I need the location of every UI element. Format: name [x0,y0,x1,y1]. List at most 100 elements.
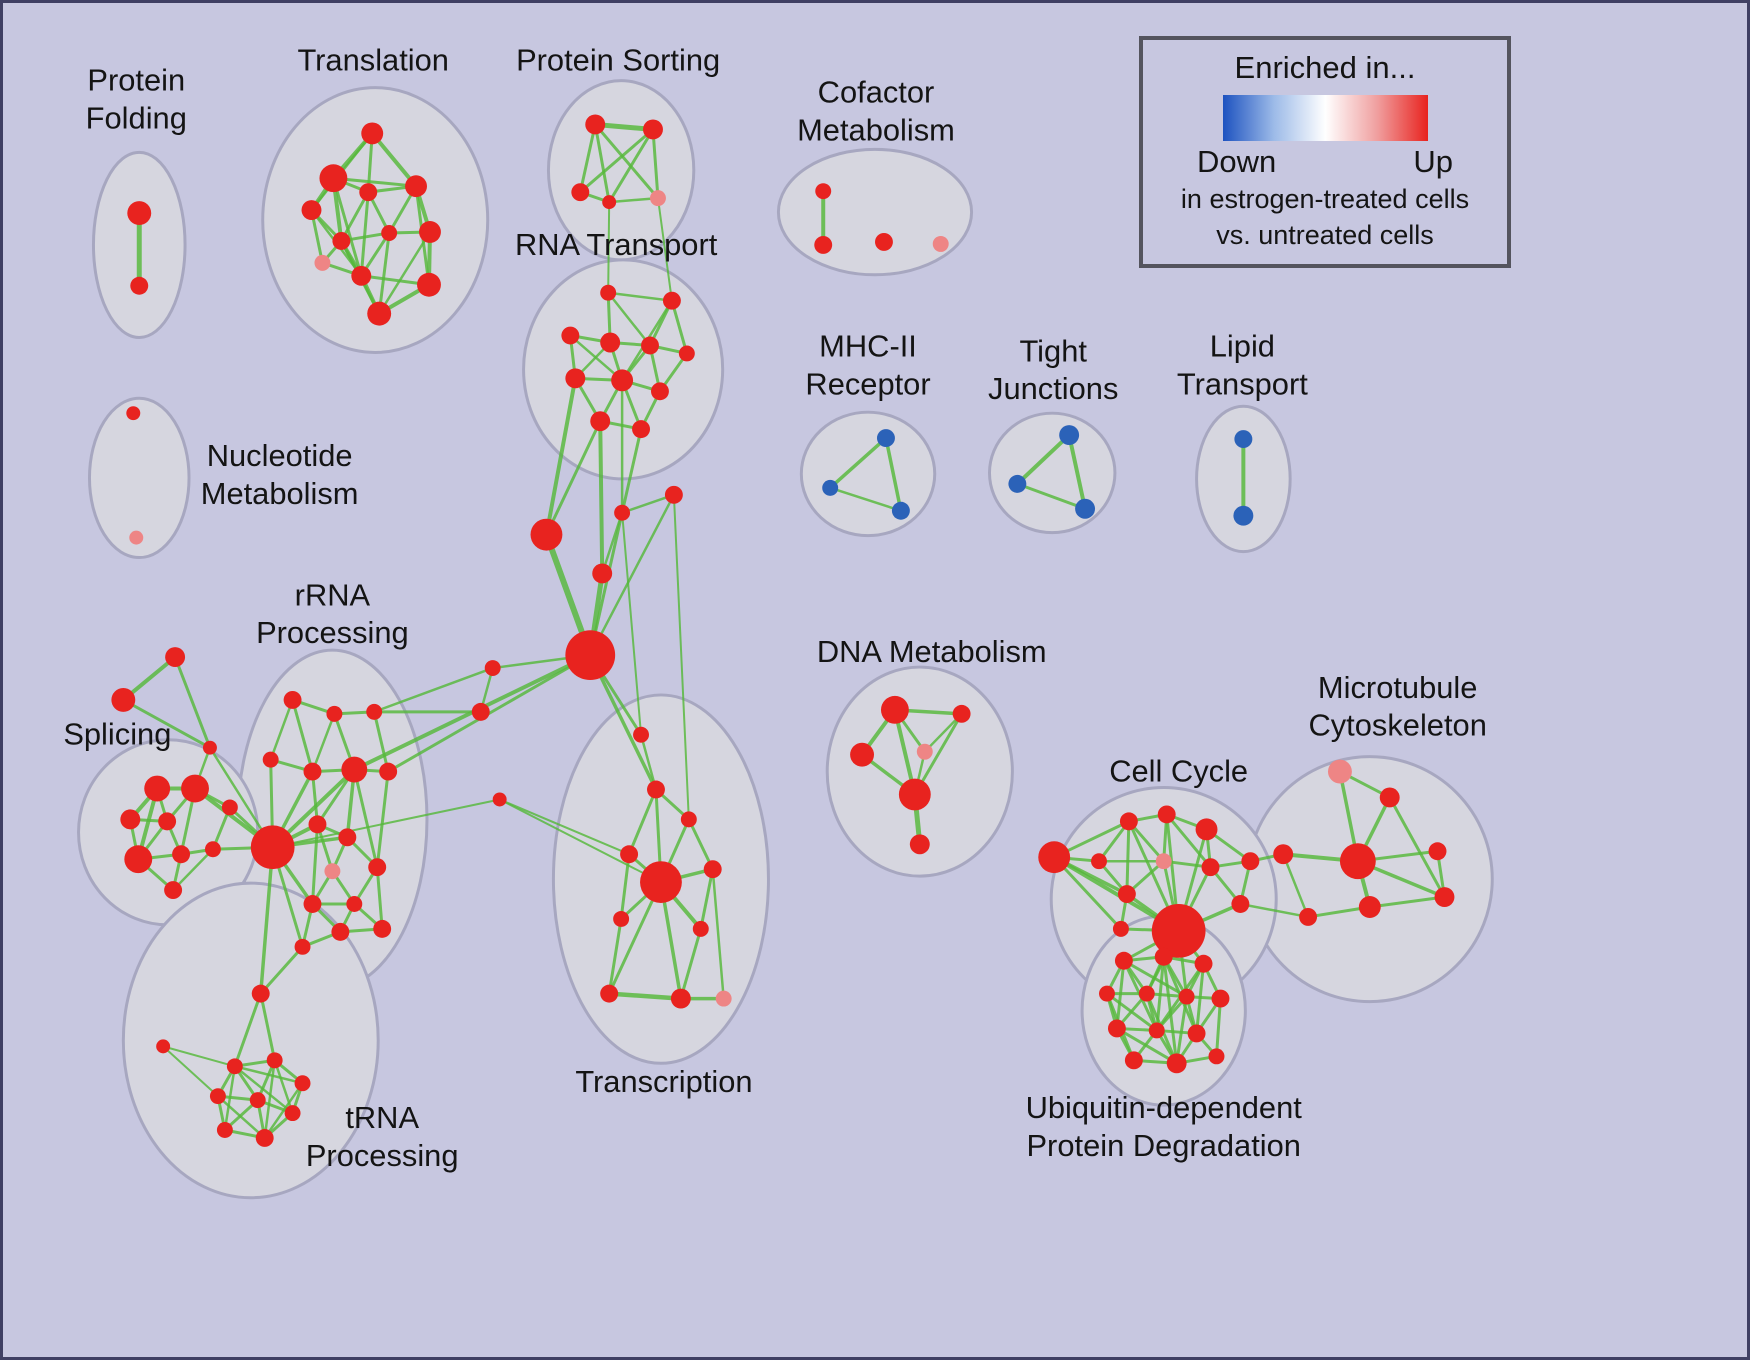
cluster-label-mhc-ii-receptor: Receptor [805,366,930,401]
edge-tr3-tr7 [273,1059,294,1115]
cluster-label-nucleotide-metabolism: Nucleotide [207,438,353,473]
node-sp2 [181,774,209,803]
node-mc7 [1434,887,1455,907]
edge-cn3-tc3 [672,493,690,821]
node-rr3 [366,703,383,720]
node-x3 [202,740,217,755]
edge-ps1-ps4 [593,122,611,204]
node-cc1 [1038,841,1071,874]
edge-tc7-tc9 [607,917,623,996]
node-tc9 [600,984,619,1003]
edge-mh1-mh2 [828,436,888,490]
edge-rt10-cn1 [544,419,602,537]
node-ps5 [649,190,666,207]
edge-tj1-tj3 [1067,433,1088,511]
edge-tc1-tc2 [639,733,658,791]
node-mh2 [822,479,839,496]
edge-rt1-rt2 [606,291,674,302]
node-ps4 [602,195,617,210]
node-cn3 [664,485,683,504]
edge-rr3-rr7 [372,710,390,774]
node-sp1 [144,775,171,802]
edge-cn5-tc2 [588,653,658,792]
edge-t4-t6 [339,190,370,243]
node-ub1 [1114,951,1133,970]
edge-ps2-ps5 [651,127,660,200]
node-tc4 [620,845,639,864]
cluster-label-tight-junctions: Tight [1019,333,1087,368]
node-t6 [332,231,351,250]
node-dm6 [909,834,930,855]
node-mc6 [1358,896,1381,918]
node-x1 [165,647,186,668]
edge-tc4-tc7 [619,852,631,921]
node-rt7 [565,368,586,389]
legend-gradient-bar [1222,95,1428,141]
node-t12 [367,301,392,326]
node-sp7 [172,845,191,864]
node-cc9 [1117,885,1136,904]
node-t9 [314,254,331,271]
node-tc6 [703,860,722,879]
node-cf2 [814,235,833,254]
edge-mh2-mh3 [828,486,903,512]
node-rt1 [600,284,617,301]
node-mc8 [1299,907,1318,926]
edge-tj1-tj2 [1015,433,1072,486]
cluster-label-protein-folding: Folding [86,100,187,135]
edge-tr1-tr2 [233,992,263,1068]
cluster-label-cell-cycle: Cell Cycle [1109,754,1248,789]
edge-rr9-rr13 [310,822,319,906]
cluster-label-trna-processing: Processing [306,1138,459,1173]
node-tc2 [647,780,665,799]
node-t7 [381,225,398,241]
node-cn7 [471,702,490,721]
edge-rr16-tr1 [259,945,305,996]
cluster-label-microtubule-cytoskeleton: Microtubule [1318,670,1478,705]
cluster-label-lipid-transport: Transport [1177,366,1308,401]
node-rr9 [308,815,327,834]
edge-rt2-rt6 [670,299,689,355]
edge-mh1-mh3 [884,436,903,513]
node-cf4 [932,235,949,252]
edge-t4-t10 [359,190,370,278]
node-ps2 [643,119,663,140]
edge-ps1-ps5 [593,122,660,200]
node-x2 [111,687,136,712]
node-ub2 [1154,947,1173,966]
node-tr3 [266,1052,283,1069]
node-nm1 [126,406,141,421]
edge-rr8-cn8 [271,798,501,849]
cluster-label-rna-transport: RNA Transport [515,227,718,262]
node-rt10 [590,411,611,432]
node-cn5 [565,630,616,680]
cluster-label-cofactor-metabolism: Cofactor [818,75,935,110]
node-cc6 [1155,853,1172,870]
node-rt11 [632,420,650,439]
edge-tc6-tc8 [699,867,715,931]
node-ub10 [1187,1024,1206,1043]
node-cc7 [1201,858,1220,877]
node-mc2 [1379,787,1400,808]
node-t11 [417,272,441,297]
node-rt4 [600,332,621,353]
node-mc4 [1339,843,1376,880]
node-t4 [359,183,378,202]
node-tc7 [613,910,630,927]
node-ub5 [1138,985,1155,1002]
node-rr8 [250,825,295,870]
edge-tr3-tr9 [263,1059,276,1140]
edge-mc2-mc7 [1388,795,1446,899]
node-cc11 [1231,895,1250,913]
cluster-label-nucleotide-metabolism: Metabolism [201,476,359,511]
node-tj2 [1008,474,1027,493]
node-t8 [419,221,441,243]
edge-rr6-rr12 [352,768,379,869]
cluster-label-protein-folding: Protein [87,63,185,98]
legend-title: Enriched in... [1234,50,1416,85]
edge-ub7-ub13 [1214,997,1222,1058]
edge-cc11-mc8 [1239,902,1310,919]
node-rt2 [662,291,681,310]
node-mc3 [1273,844,1294,865]
node-ps3 [571,183,590,202]
